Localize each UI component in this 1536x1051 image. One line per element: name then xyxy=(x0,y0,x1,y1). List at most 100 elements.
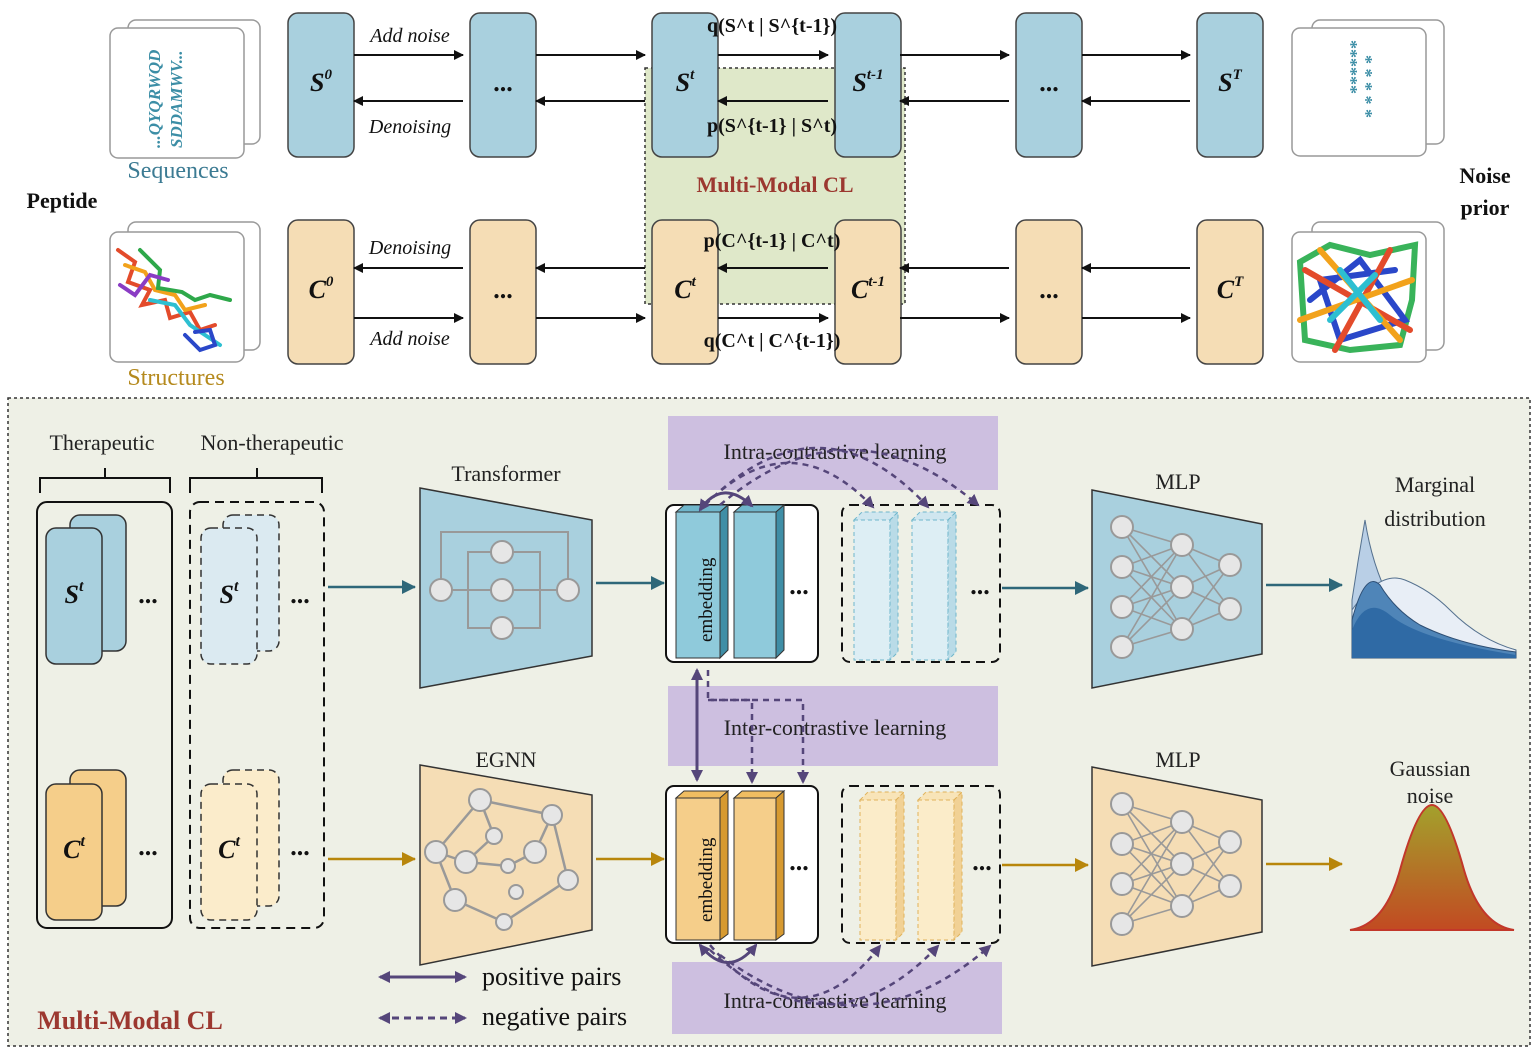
ellipsis-s-ther: ... xyxy=(138,580,158,609)
s-node-2: St xyxy=(651,12,719,158)
ellipsis-c-ther: ... xyxy=(138,832,158,861)
s-node-label-4: ... xyxy=(1039,68,1059,97)
embedding-bar-bottom-2 xyxy=(732,789,786,941)
mmcl-label-top: Multi-Modal CL xyxy=(696,172,853,197)
s-node-4: ... xyxy=(1015,12,1083,158)
therapeutic-label: Therapeutic xyxy=(49,430,154,455)
gaussian-line2: noise xyxy=(1407,783,1453,808)
denoising-top: Denoising xyxy=(368,116,451,138)
intra-positive-top xyxy=(698,491,754,512)
gaussian-noise-plot xyxy=(1349,803,1515,931)
seq-text-2: SDDAMWV... xyxy=(167,51,186,148)
transformer-label: Transformer xyxy=(451,461,561,486)
c-node-3: Ct-1 xyxy=(834,219,902,365)
denoising-bottom: Denoising xyxy=(368,237,451,259)
mlp-top-label: MLP xyxy=(1155,469,1200,494)
c-node-1: ... xyxy=(469,219,537,365)
ellipsis-s-non: ... xyxy=(290,580,310,609)
q-c-label: q(C^t | C^{t-1}) xyxy=(704,330,841,352)
c-t-non-therapeutic: Ct xyxy=(218,833,240,864)
peptide-structure-icon xyxy=(116,248,232,353)
ellipsis-neg-bottom: ... xyxy=(972,847,992,876)
noise-prior-line2: prior xyxy=(1461,195,1510,220)
c-row: C0... Ct Ct-1... CT xyxy=(287,219,1264,365)
therapeutic-s-stack: St xyxy=(45,514,127,665)
s-node-3: St-1 xyxy=(834,12,902,158)
mlp-top-block xyxy=(1091,489,1263,689)
noise-text-2: * * * * * xyxy=(1356,55,1376,118)
embedding-bar-bottom-1: embedding xyxy=(674,789,730,941)
structures-card xyxy=(109,221,261,363)
noise-sequence-card: ****** * * * * * xyxy=(1291,19,1445,157)
c-node-label-1: ... xyxy=(493,275,513,304)
non-therapeutic-c-stack: Ct xyxy=(200,769,280,921)
inter-negative xyxy=(706,670,809,784)
noise-text-1: ****** xyxy=(1341,40,1361,94)
inter-cl-label: Inter-contrastive learning xyxy=(724,715,947,740)
s-node-label-1: ... xyxy=(493,68,513,97)
non-therapeutic-s-stack: St xyxy=(200,514,280,665)
c-node-0: C0 xyxy=(287,219,355,365)
sequences-label: Sequences xyxy=(127,158,228,184)
q-s-label: q(S^t | S^{t-1}) xyxy=(707,15,837,37)
non-therapeutic-label: Non-therapeutic xyxy=(201,430,344,455)
therapeutic-brace xyxy=(39,468,171,493)
ellipsis-c-non: ... xyxy=(290,832,310,861)
intra-negative-top xyxy=(704,446,980,509)
add-noise-top: Add noise xyxy=(368,25,450,47)
neg-embedding-group-top xyxy=(841,504,1001,663)
c-node-4: ... xyxy=(1015,219,1083,365)
non-therapeutic-group xyxy=(189,501,325,929)
neg-embedding-bars-top xyxy=(852,510,958,662)
therapeutic-c-stack: Ct xyxy=(45,769,127,921)
intra-cl-bottom-box xyxy=(672,962,1002,1034)
gaussian-line1: Gaussian xyxy=(1390,756,1471,781)
neg-embedding-group-bottom xyxy=(841,785,1001,944)
noise-structure-card xyxy=(1291,221,1445,363)
noise-structure-icon xyxy=(1296,241,1419,354)
noise-prior-line1: Noise xyxy=(1459,163,1511,188)
c-node-label-4: ... xyxy=(1039,275,1059,304)
egnn-block xyxy=(419,764,593,966)
s-node-1: ... xyxy=(469,12,537,158)
mlp-bottom-label: MLP xyxy=(1155,747,1200,772)
p-c-label: p(C^{t-1} | C^t) xyxy=(704,230,841,252)
legend-negative-label: negative pairs xyxy=(482,1002,627,1031)
therapeutic-group xyxy=(36,501,173,929)
non-therapeutic-brace xyxy=(189,468,323,493)
marginal-distribution-plot xyxy=(1351,519,1517,659)
s-node-0: S0 xyxy=(287,12,355,158)
embedding-bar-top-1: embedding xyxy=(674,503,730,660)
ellipsis-neg-top: ... xyxy=(970,571,990,600)
structures-label: Structures xyxy=(127,365,224,391)
mmcl-label-bottom: Multi-Modal CL xyxy=(37,1006,223,1035)
marginal-line2: distribution xyxy=(1384,506,1485,531)
sequences-card: ...QYQRWQD SDDAMWV... xyxy=(109,19,261,159)
c-row-arrows xyxy=(353,263,1191,323)
embedding-bar-top-2 xyxy=(732,503,786,660)
ellipsis-emb-bottom: ... xyxy=(789,847,809,876)
s-row-arrows xyxy=(353,50,1191,106)
c-node-5: CT xyxy=(1196,219,1264,365)
peptide-label: Peptide xyxy=(27,188,98,213)
c-t-therapeutic: Ct xyxy=(63,833,85,864)
neg-embedding-bars-bottom xyxy=(858,790,964,942)
transformer-block xyxy=(419,487,593,689)
c-node-2: Ct xyxy=(651,219,719,365)
egnn-label: EGNN xyxy=(475,747,536,772)
marginal-line1: Marginal xyxy=(1395,472,1475,497)
s-row: S0... St St-1... ST xyxy=(287,12,1264,158)
embedding-label-bottom: embedding xyxy=(696,837,717,922)
s-node-5: ST xyxy=(1196,12,1264,158)
p-s-label: p(S^{t-1} | S^t) xyxy=(707,115,837,137)
intra-cl-bottom-label: Intra-contrastive learning xyxy=(724,988,947,1013)
mlp-bottom-block xyxy=(1091,766,1263,967)
intra-cl-top-label: Intra-contrastive learning xyxy=(724,439,947,464)
add-noise-bottom: Add noise xyxy=(368,328,450,350)
embedding-label-top: embedding xyxy=(696,557,717,642)
legend-positive-label: positive pairs xyxy=(482,962,621,991)
seq-text-1: ...QYQRWQD xyxy=(145,50,164,148)
ellipsis-emb-top: ... xyxy=(789,571,809,600)
intra-negative-bottom xyxy=(709,944,992,1007)
